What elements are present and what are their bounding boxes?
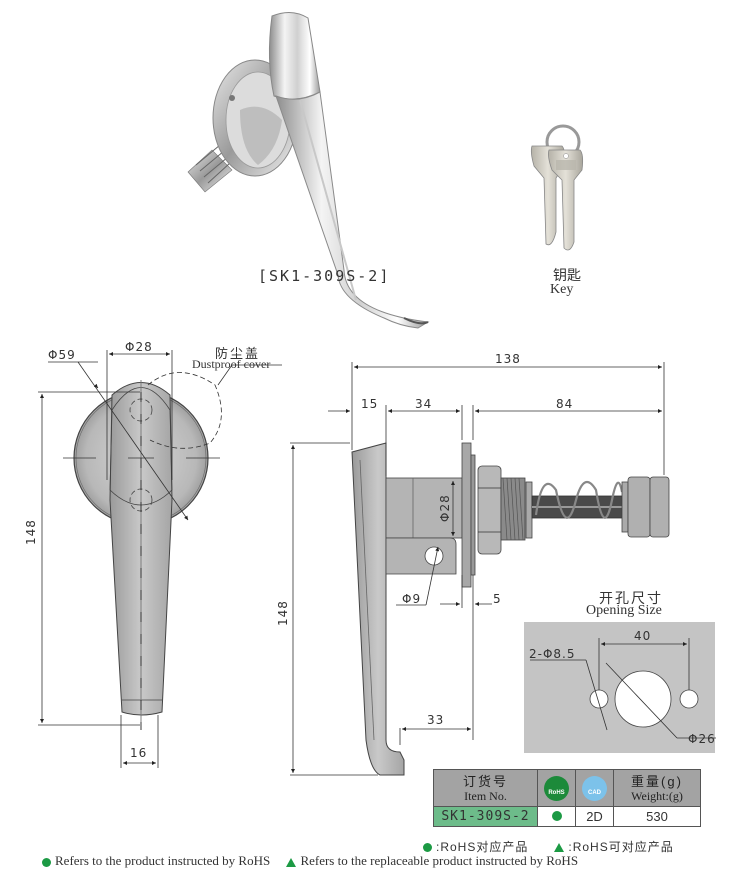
rohs-compliant-dot-icon [551,811,562,821]
green-triangle-icon [554,843,565,853]
header-weight: 重量(g) Weight:(g) [613,769,701,807]
dim-width-bottom: 16 [130,746,148,760]
dustproof-label-en: Dustproof cover [192,357,271,371]
key-label-cn: 钥匙 [553,267,581,283]
keys-photo [530,124,584,251]
header-rohs: RoHS [537,769,576,807]
side-view-drawing [290,362,670,776]
dim-total-length: 138 [495,352,521,366]
legend-en-rohs: Refers to the product instructed by RoHS [55,853,271,868]
legend-cn-rohs: :RoHS对应产品 [436,840,529,854]
cell-cad: 2D [575,806,614,827]
legend-en: Refers to the product instructed by RoHS… [42,853,578,869]
key-label-en: Key [550,282,574,297]
dim-33: 33 [427,713,445,727]
cell-item-no: SK1-309S-2 [433,806,538,827]
item-spec-table: 订货号 Item No. RoHS CAD 重量(g) Weight:(g) S… [433,769,701,827]
dim-5: 5 [493,592,502,606]
dim-small-holes: 2-Φ8.5 [529,647,576,661]
cell-rohs [537,806,576,827]
opening-size-title-en: Opening Size [586,603,662,618]
rohs-badge-icon: RoHS [544,775,569,801]
front-view-drawing [38,350,282,768]
table-header-row: 订货号 Item No. RoHS CAD 重量(g) Weight:(g) [433,769,701,807]
dim-84: 84 [556,397,574,411]
dim-hole-spacing: 40 [634,629,652,643]
model-label: [SK1-309S-2] [258,267,391,285]
cad-file-icon: CAD [582,775,607,801]
header-item-no: 订货号 Item No. [433,769,538,807]
dim-phi28-side: Φ28 [438,494,452,522]
opening-size-diagram [524,622,716,753]
legend-en-replaceable: Refers to the replaceable product instru… [300,853,579,868]
green-dot-icon [42,857,51,867]
dustproof-label-cn: 防尘盖 [215,346,261,361]
dim-height-side: 148 [276,600,290,626]
header-cad: CAD [575,769,614,807]
dim-34: 34 [415,397,433,411]
dim-phi59: Φ59 [48,348,76,362]
product-photo-handle [187,12,430,329]
opening-size-title-cn: 开孔尺寸 [599,590,663,606]
dim-phi9: Φ9 [402,592,422,606]
table-row: SK1-309S-2 2D 530 [433,806,701,827]
green-dot-icon [423,843,432,853]
dim-phi28-front: Φ28 [125,340,153,354]
dim-height-front: 148 [24,519,38,545]
green-triangle-icon [286,857,297,867]
legend-cn: :RoHS对应产品 :RoHS可对应产品 [423,838,674,855]
dim-15: 15 [361,397,379,411]
cell-weight: 530 [613,806,701,827]
dim-phi26: Φ26 [688,732,716,746]
legend-cn-replaceable: :RoHS可对应产品 [568,840,674,854]
